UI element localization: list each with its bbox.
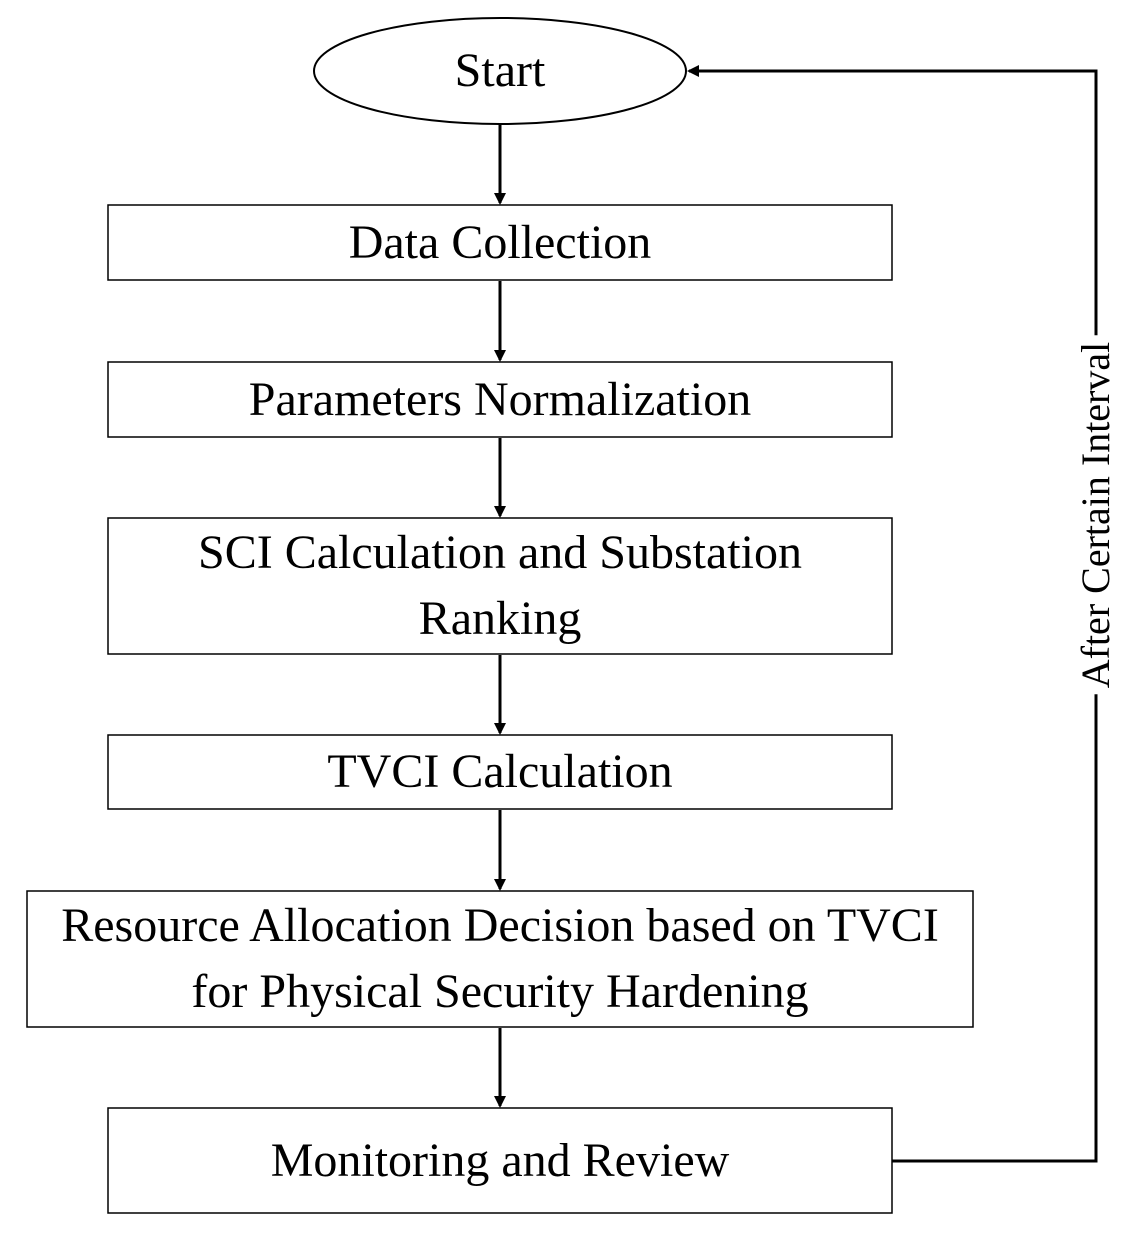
- step-box-tvci-calculation: [107, 734, 893, 810]
- step-label-tvci-calculation: TVCI Calculation: [327, 745, 673, 798]
- step-box-parameters-normalization: [107, 361, 893, 438]
- step-label-monitoring-review: Monitoring and Review: [270, 1133, 730, 1187]
- step-box-data-collection: [107, 204, 893, 281]
- step-label-sci-calculation: SCI Calculation and Substation Ranking: [198, 526, 802, 645]
- step-box-monitoring-review: [107, 1107, 893, 1214]
- start-label: Start: [454, 44, 546, 97]
- step-label-resource-allocation: Resource Allocation Decision based on TV…: [61, 899, 939, 1018]
- step-box-resource-allocation: [26, 890, 974, 1028]
- step-box-sci-calculation: [107, 517, 893, 655]
- step-label-parameters-normalization: Parameters Normalization: [248, 372, 752, 426]
- loop-label: After Certain Interval: [1073, 335, 1118, 695]
- step-label-data-collection: Data Collection: [348, 215, 652, 269]
